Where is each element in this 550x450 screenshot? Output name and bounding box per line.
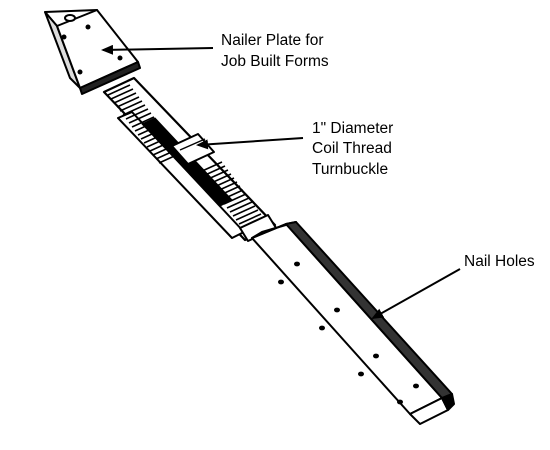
nail-hole (413, 383, 419, 389)
nail-holes (278, 261, 419, 405)
nailer-plate-hole (117, 55, 123, 61)
nail-hole (319, 325, 325, 331)
nail-hole (278, 279, 284, 285)
nail-hole (373, 353, 379, 359)
nailer-plate-edge (79, 61, 141, 95)
nail-holes-label: Nail Holes (464, 253, 535, 270)
angle-channel (251, 221, 455, 425)
nailer-plate-hole (61, 34, 67, 40)
nail-hole (358, 371, 364, 377)
upper-coil-thread (107, 84, 182, 164)
turnbuckle (102, 76, 277, 242)
turnbuckle-label-line2: Coil Thread (312, 140, 392, 157)
angle-channel-flange (285, 221, 453, 399)
nailer-plate-hole (77, 69, 83, 75)
turnbuckle-label-line1: 1" Diameter (312, 120, 393, 137)
lower-coil-thread (199, 161, 265, 229)
callout-labels: Nailer Plate for Job Built Forms 1" Diam… (221, 32, 535, 270)
nailer-plate-slot (64, 14, 76, 22)
nailer-plate-label-line2: Job Built Forms (221, 53, 329, 70)
nailer-plate-hole (85, 24, 91, 30)
nail-hole (294, 261, 300, 267)
nailer-plate (44, 9, 141, 95)
angle-channel-end-shadow (441, 393, 455, 411)
nail-holes-callout (371, 268, 461, 319)
nailer-plate-label-line1: Nailer Plate for (221, 32, 324, 49)
callout-lines (101, 44, 461, 319)
turnbuckle-callout (196, 137, 304, 150)
nail-hole (397, 399, 403, 405)
nailer-plate-callout (101, 44, 214, 55)
turnbuckle-label-line3: Turnbuckle (312, 161, 388, 178)
nail-hole (334, 307, 340, 313)
